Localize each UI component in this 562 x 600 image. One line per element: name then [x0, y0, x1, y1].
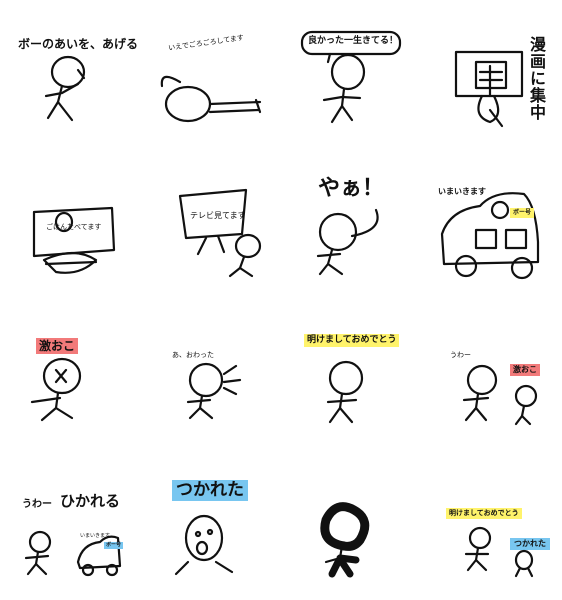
lying-figure-drawing [160, 75, 262, 123]
sticker-caption: 明けましておめでとう [304, 334, 400, 347]
sticker-9[interactable]: 激おこ [0, 300, 140, 450]
sticker-caption: テレビ見てます [190, 211, 246, 220]
tired-figure-drawing [174, 514, 234, 576]
sticker-caption-small: うわー [22, 499, 52, 510]
greeting-figure-drawing [326, 360, 364, 424]
sticker-5[interactable]: ごはんたべてます [0, 150, 140, 300]
sticker-caption: いまいきます [438, 187, 486, 196]
eating-figure-drawing [32, 206, 116, 274]
sticker-15[interactable] [280, 450, 420, 600]
run-over-drawing [24, 530, 122, 577]
blurred-figure-drawing [320, 502, 370, 578]
sticker-caption: 良かった一生きてる！ [308, 36, 399, 46]
sticker-7[interactable]: やぁ！ [280, 150, 420, 300]
sticker-3[interactable]: 良かった一生きてる！ [280, 0, 420, 150]
sticker-caption: つかれた [172, 480, 248, 501]
finished-figure-drawing [186, 362, 242, 420]
sticker-caption: ボーのあいを、あげる [18, 37, 139, 51]
car-drawing [440, 192, 540, 280]
sticker-1[interactable]: ボーのあいを、あげる [0, 0, 140, 150]
sticker-caption: 漫画に集中 [527, 36, 546, 121]
car-caption: いまいきます [80, 533, 111, 539]
sticker-16[interactable]: 明けましておめでとう つかれた [420, 450, 560, 600]
sticker-11[interactable]: 明けましておめでとう [280, 300, 420, 450]
sticker-caption-big: ひかれる [60, 492, 121, 510]
car-label-badge: ボー号 [104, 542, 124, 549]
sticker-caption: やぁ！ [318, 176, 385, 201]
sticker-caption: うわー [450, 351, 471, 359]
sticker-8[interactable]: いまいきます ボー号 [420, 150, 560, 300]
sticker-12[interactable]: うわー 激おこ [420, 300, 560, 450]
sticker-4[interactable]: 漫画に集中 [420, 0, 560, 150]
sticker-13[interactable]: うわー ひかれる いまいきます ボー号 [0, 450, 140, 600]
happy-figure-drawing [300, 30, 402, 124]
sticker-caption: 激おこ [36, 338, 79, 354]
angry-figure-drawing [30, 357, 82, 422]
sticker-caption: ごはんたべてます [46, 223, 102, 231]
manga-reading-drawing [454, 50, 524, 128]
sticker-14[interactable]: つかれた [140, 450, 280, 600]
sticker-2[interactable]: いえでごろごろしてます [140, 0, 280, 150]
sticker-caption: 明けましておめでとう [446, 508, 522, 519]
tired-badge: つかれた [510, 538, 550, 550]
greeting-and-tired-drawing [464, 526, 534, 578]
car-label-badge: ボー号 [510, 208, 535, 218]
sticker-10[interactable]: あ、おわった [140, 300, 280, 450]
sticker-caption: あ、おわった [172, 351, 214, 359]
tv-watching-drawing [178, 188, 262, 278]
stick-figure-drawing [44, 55, 86, 122]
waving-figure-drawing [316, 208, 379, 276]
angry-badge: 激おこ [510, 364, 540, 376]
surprised-figures-drawing [462, 364, 538, 426]
sticker-6[interactable]: テレビ見てます [140, 150, 280, 300]
